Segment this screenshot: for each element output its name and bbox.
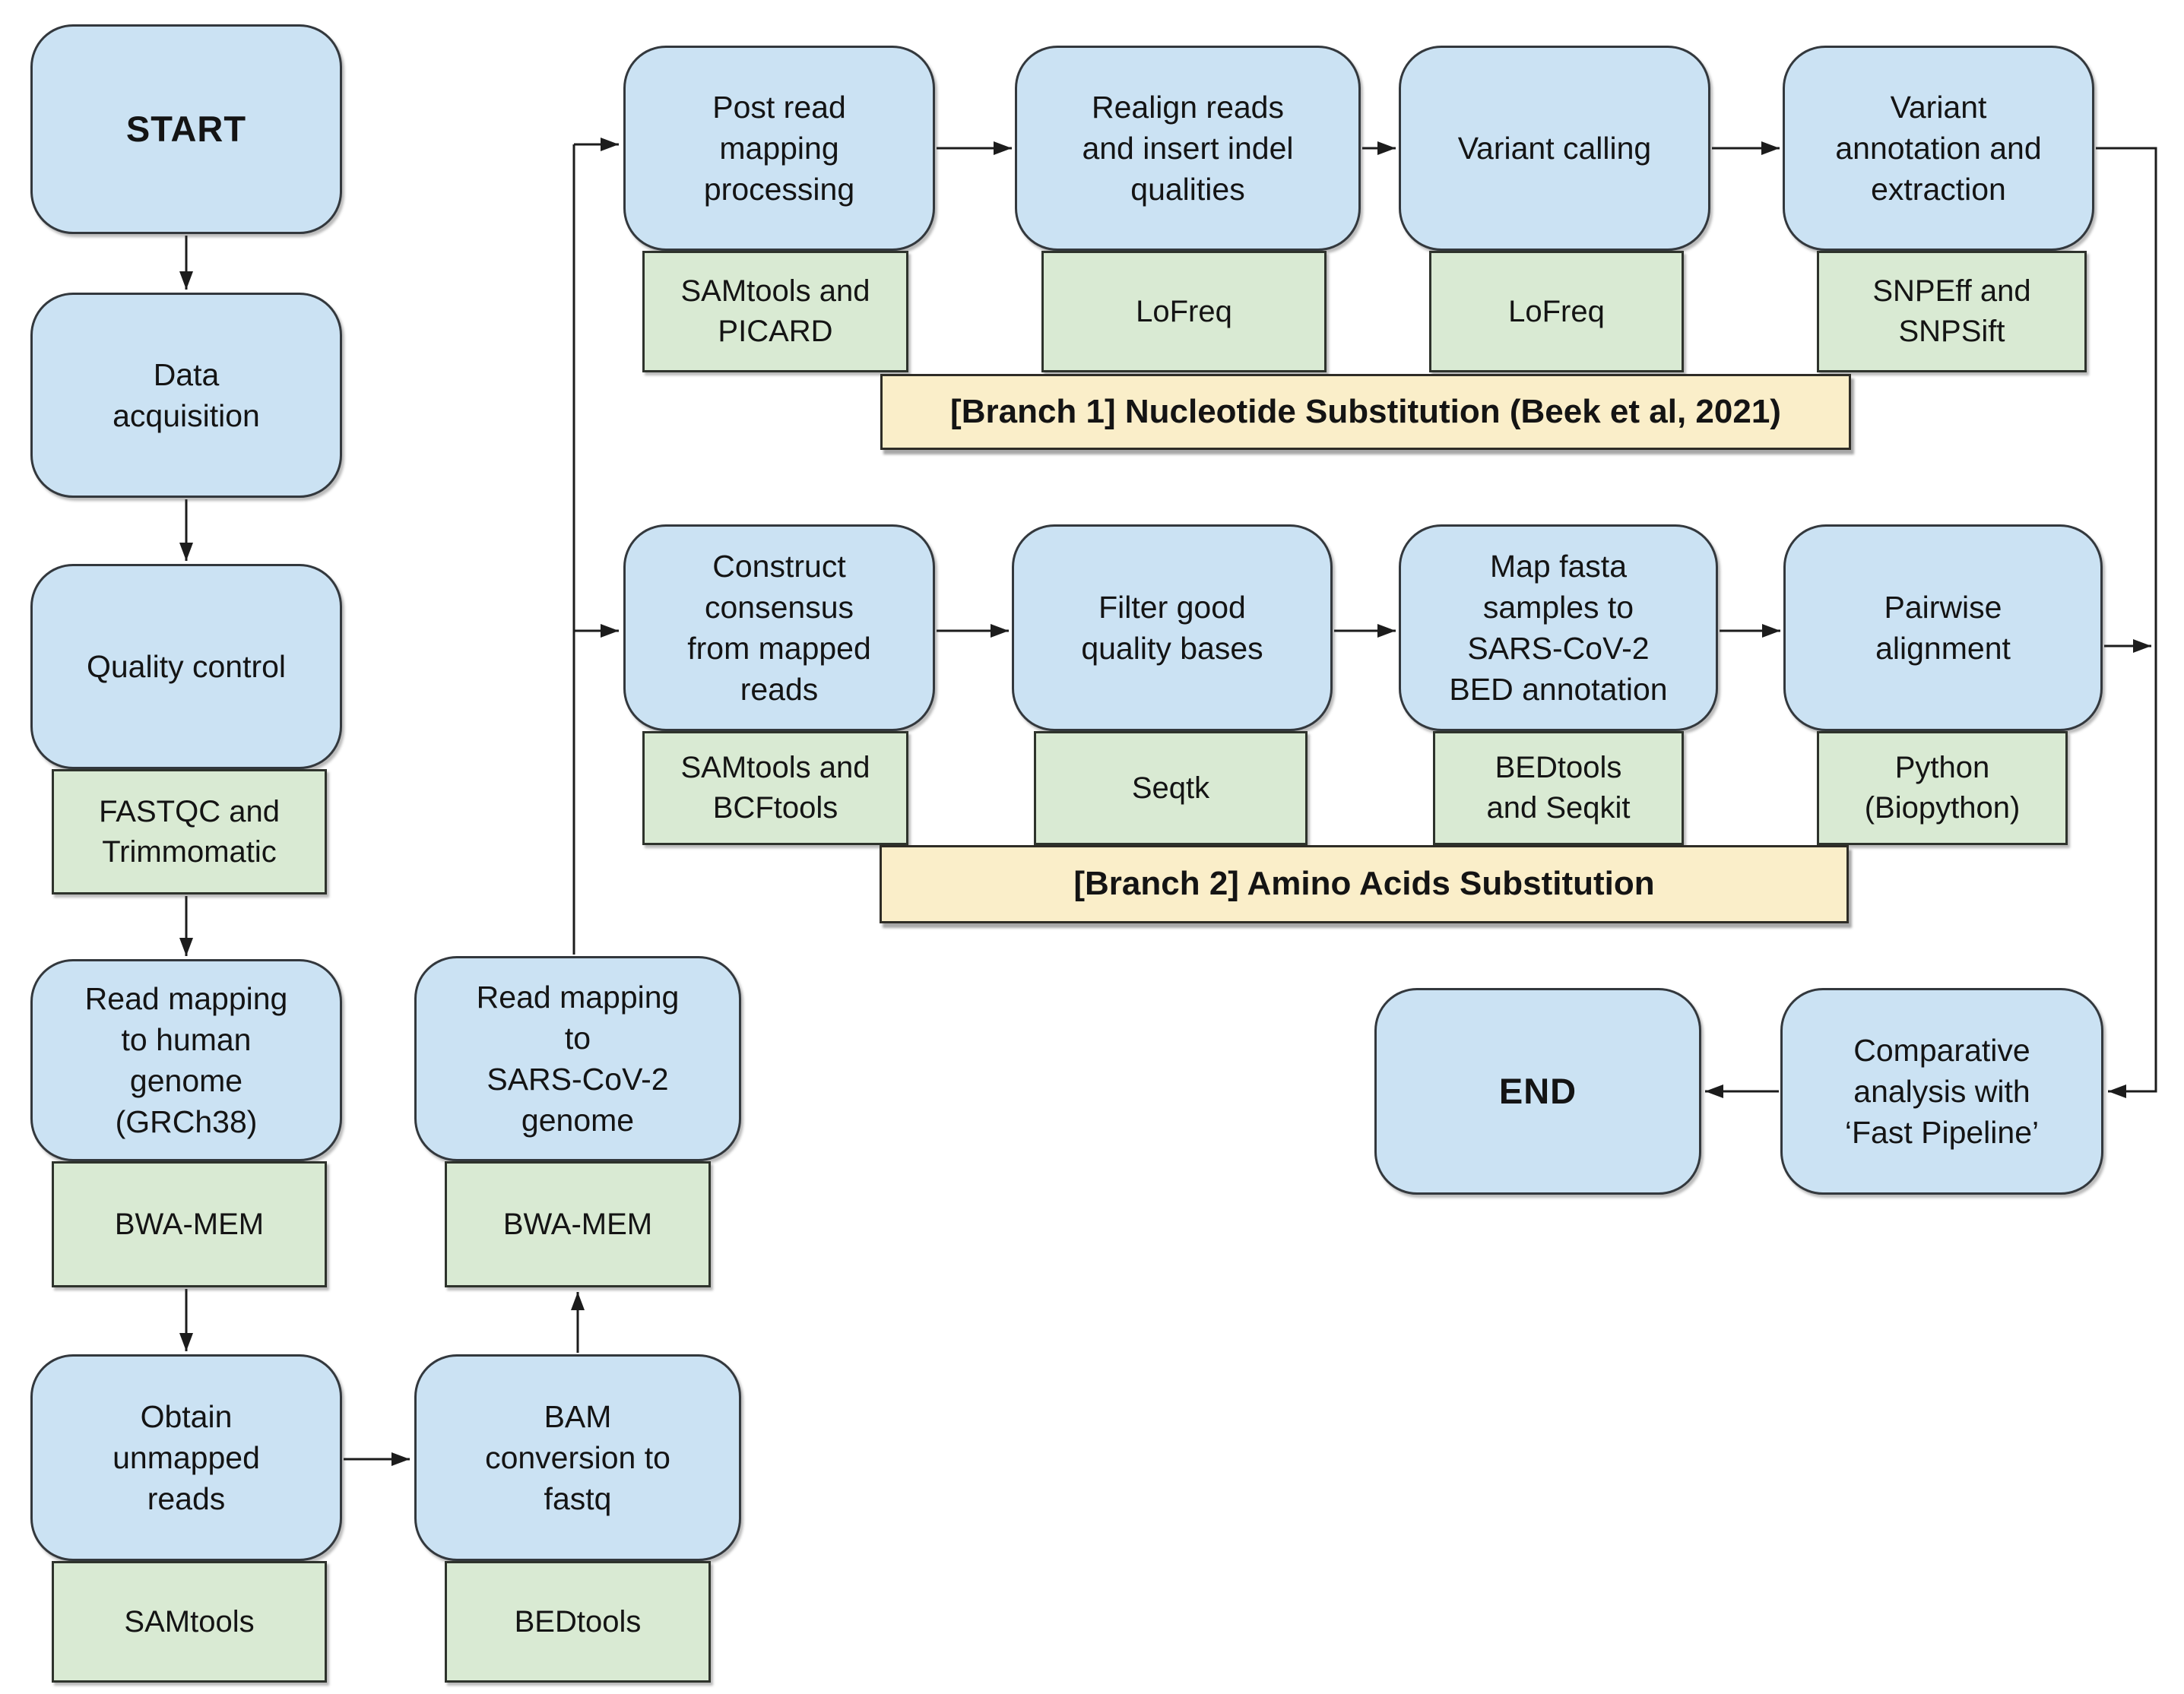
node-label-post-read-mapping-processing: Post read mapping processing xyxy=(703,89,855,207)
node-pairwise-alignment: Pairwise alignment xyxy=(1783,524,2103,731)
node-label-quality-control: Quality control xyxy=(86,648,287,684)
node-label-tool-lofreq-calling: LoFreq xyxy=(1508,294,1605,328)
node-variant-calling: Variant calling xyxy=(1399,46,1710,251)
node-branch2-label: [Branch 2] Amino Acids Substitution xyxy=(880,845,1849,923)
node-tool-samtools-picard: SAMtools and PICARD xyxy=(642,251,908,372)
node-tool-samtools: SAMtools xyxy=(52,1561,327,1683)
node-label-comparative-analysis: Comparative analysis with ‘Fast Pipeline… xyxy=(1844,1032,2040,1151)
node-comparative-analysis: Comparative analysis with ‘Fast Pipeline… xyxy=(1780,988,2103,1195)
node-label-tool-bwa-mem-sars: BWA-MEM xyxy=(502,1207,653,1241)
node-tool-bedtools: BEDtools xyxy=(445,1561,711,1683)
node-label-variant-calling: Variant calling xyxy=(1457,130,1652,166)
node-label-data-acquisition: Data acquisition xyxy=(113,356,260,433)
node-label-tool-samtools: SAMtools xyxy=(124,1604,255,1639)
edge-annotation-down-to-comparative xyxy=(2096,147,2157,1098)
node-label-realign-reads-indel: Realign reads and insert indel qualities xyxy=(1082,89,1294,207)
node-label-tool-seqtk: Seqtk xyxy=(1131,771,1210,805)
node-tool-fastqc-trimmomatic: FASTQC and Trimmomatic xyxy=(52,769,327,894)
node-label-read-mapping-sars-cov-2: Read mapping to SARS-CoV-2 genome xyxy=(476,979,680,1138)
node-label-tool-lofreq-realign: LoFreq xyxy=(1136,294,1232,328)
node-bam-conversion-fastq: BAM conversion to fastq xyxy=(414,1354,741,1561)
node-filter-good-quality-bases: Filter good quality bases xyxy=(1012,524,1333,731)
node-obtain-unmapped-reads: Obtain unmapped reads xyxy=(30,1354,342,1561)
node-label-tool-samtools-picard: SAMtools and PICARD xyxy=(680,274,870,348)
node-label-filter-good-quality-bases: Filter good quality bases xyxy=(1081,589,1263,666)
node-end: END xyxy=(1374,988,1701,1195)
node-quality-control: Quality control xyxy=(30,564,342,769)
node-tool-bwa-mem-sars: BWA-MEM xyxy=(445,1161,711,1287)
node-variant-annotation-extraction: Variant annotation and extraction xyxy=(1783,46,2094,251)
node-tool-python-biopython: Python (Biopython) xyxy=(1817,731,2068,845)
node-post-read-mapping-processing: Post read mapping processing xyxy=(623,46,935,251)
node-tool-lofreq-calling: LoFreq xyxy=(1429,251,1684,372)
node-label-pairwise-alignment: Pairwise alignment xyxy=(1875,589,2011,666)
node-tool-lofreq-realign: LoFreq xyxy=(1041,251,1327,372)
node-label-bam-conversion-fastq: BAM conversion to fastq xyxy=(485,1398,670,1517)
node-label-tool-bwa-mem-human: BWA-MEM xyxy=(114,1207,265,1241)
node-label-map-fasta-bed-annotation: Map fasta samples to SARS-CoV-2 BED anno… xyxy=(1449,548,1668,708)
node-read-mapping-sars-cov-2: Read mapping to SARS-CoV-2 genome xyxy=(414,956,741,1161)
node-tool-snpeff-snpsift: SNPEff and SNPSift xyxy=(1817,251,2087,372)
node-label-construct-consensus: Construct consensus from mapped reads xyxy=(687,548,871,708)
node-realign-reads-indel: Realign reads and insert indel qualities xyxy=(1015,46,1361,251)
node-label-tool-bedtools: BEDtools xyxy=(514,1604,642,1639)
node-label-variant-annotation-extraction: Variant annotation and extraction xyxy=(1835,89,2042,207)
node-label-start: START xyxy=(125,108,247,149)
node-label-branch2-label: [Branch 2] Amino Acids Substitution xyxy=(1073,865,1655,903)
node-label-read-mapping-human: Read mapping to human genome (GRCh38) xyxy=(84,980,288,1140)
node-start: START xyxy=(30,24,342,234)
node-branch1-label: [Branch 1] Nucleotide Substitution (Beek… xyxy=(880,374,1851,450)
node-label-tool-samtools-bcftools: SAMtools and BCFtools xyxy=(680,751,870,825)
node-tool-bwa-mem-human: BWA-MEM xyxy=(52,1161,327,1287)
node-tool-samtools-bcftools: SAMtools and BCFtools xyxy=(642,731,908,845)
node-data-acquisition: Data acquisition xyxy=(30,293,342,498)
node-construct-consensus: Construct consensus from mapped reads xyxy=(623,524,935,731)
node-tool-bedtools-seqkit: BEDtools and Seqkit xyxy=(1433,731,1684,845)
node-map-fasta-bed-annotation: Map fasta samples to SARS-CoV-2 BED anno… xyxy=(1399,524,1718,731)
node-label-obtain-unmapped-reads: Obtain unmapped reads xyxy=(113,1398,260,1517)
node-label-tool-fastqc-trimmomatic: FASTQC and Trimmomatic xyxy=(99,794,280,869)
node-label-tool-snpeff-snpsift: SNPEff and SNPSift xyxy=(1872,274,2031,348)
node-label-tool-python-biopython: Python (Biopython) xyxy=(1864,751,2021,825)
node-label-branch1-label: [Branch 1] Nucleotide Substitution (Beek… xyxy=(950,392,1781,430)
node-read-mapping-human: Read mapping to human genome (GRCh38) xyxy=(30,959,342,1161)
node-tool-seqtk: Seqtk xyxy=(1034,731,1308,845)
node-label-end: END xyxy=(1498,1070,1577,1111)
node-label-tool-bedtools-seqkit: BEDtools and Seqkit xyxy=(1486,751,1631,825)
